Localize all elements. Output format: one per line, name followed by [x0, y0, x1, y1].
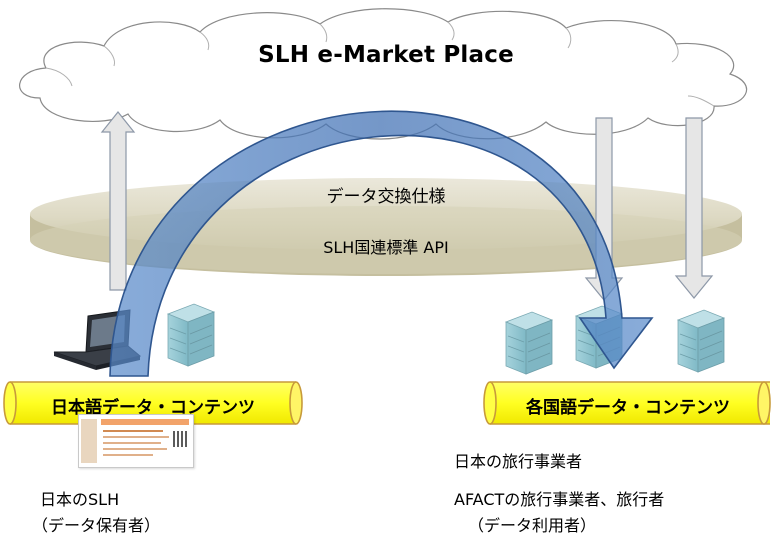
exchange-arc-arrow: [109, 110, 654, 377]
layer-api-label: SLH国連標準 API: [323, 238, 449, 257]
website-thumbnail: [78, 414, 194, 468]
download-arrow-2: [674, 117, 714, 299]
slh-owner-label: 日本のSLH: [40, 490, 120, 509]
upload-arrow: [100, 111, 136, 291]
japan-operators-label: 日本の旅行事業者: [454, 452, 583, 471]
cloud-title: SLH e-Market Place: [258, 42, 514, 68]
tube-right-shape: [483, 381, 771, 425]
data-user-role-label: （データ利用者）: [468, 516, 597, 535]
server-right-3-icon: [677, 309, 725, 373]
japanese-content-label: 日本語データ・コンテンツ: [51, 398, 255, 418]
layer-spec-label: データ交換仕様: [326, 187, 446, 207]
server-right-1-icon: [505, 311, 553, 375]
multilingual-content-label: 各国語データ・コンテンツ: [526, 398, 730, 418]
data-owner-role-label: （データ保有者）: [32, 516, 161, 535]
afact-operators-label: AFACTの旅行事業者、旅行者: [454, 490, 665, 509]
server-left-icon: [167, 303, 215, 367]
